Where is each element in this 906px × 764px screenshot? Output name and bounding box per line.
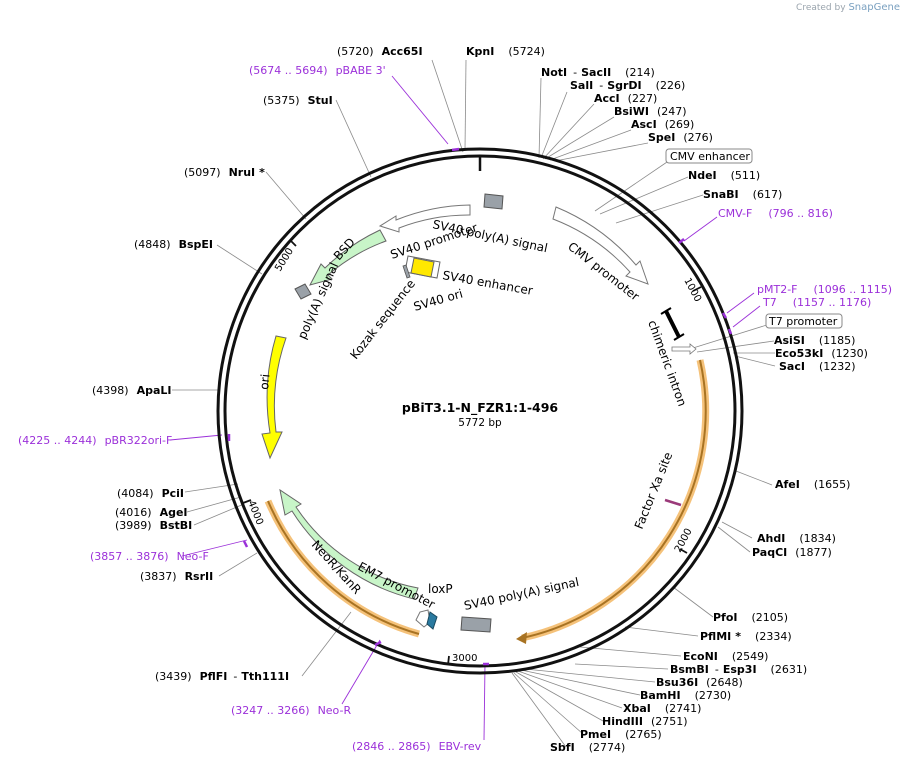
- site-snabi: SnaBI(617): [703, 188, 782, 201]
- chimeric-intron-cap-2: [673, 333, 685, 341]
- site-nrui: (5097)NruI*: [184, 166, 265, 179]
- site-labels-right: KpnI(5724) NotI-SacII(214) SalI-SgrDI(22…: [466, 45, 868, 754]
- bsd-arrow: [309, 229, 387, 286]
- site-ahdi: AhdI(1834): [757, 532, 836, 545]
- credit: Created by SnapGene: [796, 2, 900, 13]
- site-stui: (5375)StuI: [263, 94, 333, 107]
- loxp-arrow: [426, 611, 438, 630]
- ruler-label-5000: 5000: [273, 246, 296, 273]
- primer-pbabe3: (5674 .. 5694)pBABE 3': [249, 64, 386, 77]
- primer-neo-f: (3857 .. 3876)Neo-F: [90, 550, 209, 563]
- site-pflfi: (3439)PflFI-Tth111I: [155, 670, 289, 683]
- neor-kanr-arrow: [279, 488, 419, 600]
- site-pflmi: PflMI*(2334): [700, 630, 792, 643]
- site-saci: SacI(1232): [779, 360, 856, 373]
- site-pfoi: PfoI(2105): [713, 611, 788, 624]
- primer-pmt2-f: pMT2-F(1096 .. 1115): [757, 283, 892, 296]
- chimeric-intron-cap-1: [660, 307, 672, 315]
- t7-promoter-arrow: [671, 343, 697, 355]
- sv40-polya-box-upper: [483, 193, 504, 210]
- site-xbai: XbaI(2741): [623, 702, 701, 715]
- primer-neo-r: (3247 .. 3266)Neo-R: [231, 704, 351, 717]
- t7-promoter-label: T7 promoter: [768, 315, 838, 328]
- plasmid-length: 5772 bp: [458, 417, 502, 429]
- sv40-promoter-arrow: [378, 204, 471, 233]
- site-rsrii: (3837)RsrII: [140, 570, 213, 583]
- ruler-ticks: [242, 239, 702, 666]
- site-labels-left: (5720)Acc65I (5375)StuI (5097)NruI* (484…: [92, 45, 423, 683]
- cmv-enhancer-box: [665, 148, 753, 164]
- primer-ticks: [227, 147, 733, 666]
- feature-sv40-polya-lower: SV40 poly(A) signal: [463, 575, 581, 613]
- polya-signal-box: [294, 283, 312, 300]
- site-agei: (4016)AgeI: [115, 506, 188, 519]
- site-sbfi: SbfI(2774): [550, 741, 625, 754]
- site-sali: SalI-SgrDI(226): [570, 79, 685, 92]
- primer-labels: (5674 .. 5694)pBABE 3' CMV-F(796 .. 816)…: [18, 64, 892, 753]
- site-bsu36i: Bsu36I(2648): [656, 676, 743, 689]
- cmv-enhancer-label: CMV enhancer: [670, 150, 750, 163]
- site-asci: AscI(269): [631, 118, 694, 131]
- site-acci: AccI(227): [594, 92, 657, 105]
- orf-arc-right-head: [516, 632, 527, 644]
- site-pcii: (4084)PciI: [117, 487, 184, 500]
- feature-kozak: Kozak sequence: [347, 277, 418, 362]
- plasmid-name: pBiT3.1-N_FZR1:1-496: [402, 400, 559, 416]
- primer-ebv-rev: (2846 .. 2865)EBV-rev: [352, 740, 482, 753]
- leader-lines: [172, 59, 776, 748]
- site-ndei: NdeI(511): [688, 169, 760, 182]
- feature-em7-promoter: EM7 promoter: [356, 559, 438, 611]
- site-afei: AfeI(1655): [775, 478, 850, 491]
- cmv-promoter-arrow: [552, 206, 649, 285]
- site-bsmbi: BsmBI-Esp3I(2631): [670, 663, 807, 676]
- orf-arc-left-core: [267, 500, 420, 635]
- site-eco53ki: Eco53kI(1230): [775, 347, 868, 360]
- site-spei: SpeI(276): [648, 131, 713, 144]
- sv40-ori-box: [410, 257, 435, 278]
- site-bspei: (4848)BspEI: [134, 238, 213, 251]
- site-pmei: PmeI(2765): [580, 728, 662, 741]
- site-apali: (4398)ApaLI: [92, 384, 172, 397]
- primer-t7: T7(1157 .. 1176): [762, 296, 871, 309]
- site-bsiwi: BsiWI(247): [614, 105, 687, 118]
- feature-sv40-ori: SV40 ori: [412, 286, 464, 313]
- ori-arrow: [261, 335, 287, 460]
- sv40-polya-box-lower: [460, 616, 492, 633]
- site-kpni: KpnI(5724): [466, 45, 545, 58]
- t7-promoter-box: [765, 313, 843, 329]
- ruler-label-3000: 3000: [452, 653, 477, 664]
- site-bamhi: BamHI(2730): [640, 689, 731, 702]
- orf-arc-right-core: [521, 359, 707, 639]
- credit-prefix: Created by: [796, 3, 846, 13]
- site-noti: NotI-SacII(214): [541, 66, 655, 79]
- backbone-outer: [216, 147, 744, 675]
- factor-xa-site-mark: [664, 498, 682, 507]
- site-acc65i: (5720)Acc65I: [337, 45, 423, 58]
- kozak-box: [402, 264, 411, 279]
- primer-pbr322ori-f: (4225 .. 4244)pBR322ori-F: [18, 434, 172, 447]
- site-econi: EcoNI(2549): [683, 650, 768, 663]
- site-hindiii: HindIII(2751): [602, 715, 688, 728]
- ruler-label-4000: 4000: [245, 499, 265, 527]
- primer-cmv-f: CMV-F(796 .. 816): [718, 207, 833, 220]
- feature-ori: ori: [257, 373, 273, 390]
- feature-labels: SV40 poly(A) signal SV40 promoter CMV pr…: [257, 217, 689, 613]
- feature-loxp: loxP: [428, 582, 453, 596]
- chimeric-intron-bar: [664, 310, 681, 338]
- feature-factor-xa: Factor Xa site: [632, 450, 676, 531]
- site-paqci: PaqCI(1877): [752, 546, 832, 559]
- credit-brand: SnapGene: [848, 2, 900, 13]
- site-bstbi: (3989)BstBI: [115, 519, 192, 532]
- feature-chimeric-intron: chimeric intron: [645, 318, 689, 408]
- features: [261, 193, 697, 633]
- site-asisi: AsiSI(1185): [774, 334, 855, 347]
